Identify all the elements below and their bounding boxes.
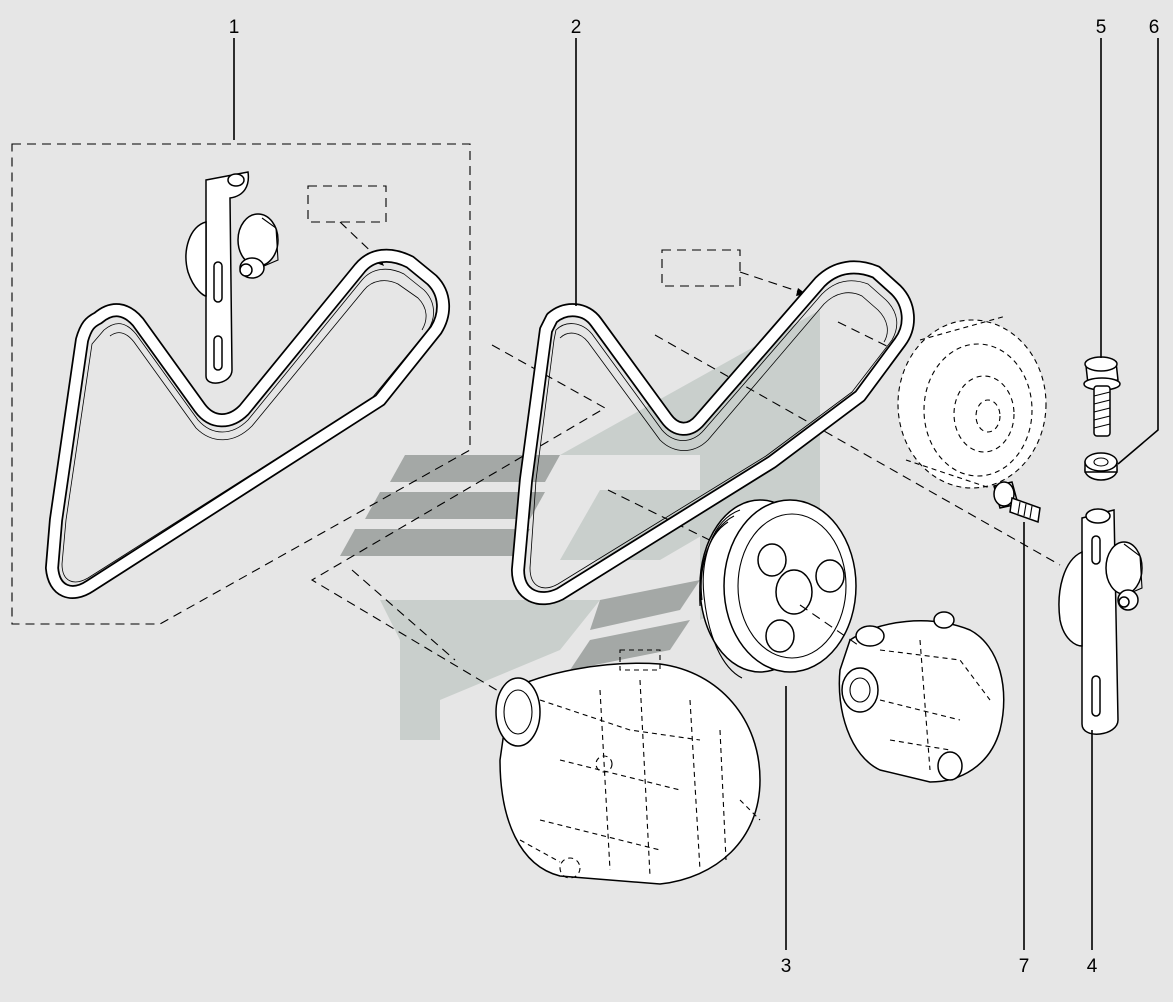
arrow-line-belt — [739, 271, 801, 293]
bracket-bolt — [993, 481, 1041, 524]
label-box-kit — [307, 185, 387, 223]
label-box-belt — [661, 249, 741, 287]
kit-outline — [11, 143, 471, 625]
power-steering-pump — [799, 604, 1005, 783]
callout-6: 6 — [1149, 17, 1160, 38]
callouts: 1 2 3 4 5 6 7 — [229, 17, 1160, 977]
idler-roller — [897, 315, 1047, 489]
callout-5: 5 — [1096, 17, 1107, 38]
belt-tensioner-kit — [45, 171, 450, 599]
alternator — [495, 649, 761, 885]
flange-bolt — [1083, 356, 1121, 437]
callout-3: 3 — [781, 956, 792, 977]
leader-lines — [233, 38, 1159, 950]
callout-4: 4 — [1087, 956, 1098, 977]
tensioner-bracket — [1058, 508, 1143, 735]
accessory-drive-belt — [511, 260, 915, 605]
crankshaft-pulley — [699, 499, 857, 679]
callout-2: 2 — [571, 17, 582, 38]
callout-7: 7 — [1019, 956, 1030, 977]
washer — [1084, 452, 1118, 481]
callout-1: 1 — [229, 17, 240, 38]
